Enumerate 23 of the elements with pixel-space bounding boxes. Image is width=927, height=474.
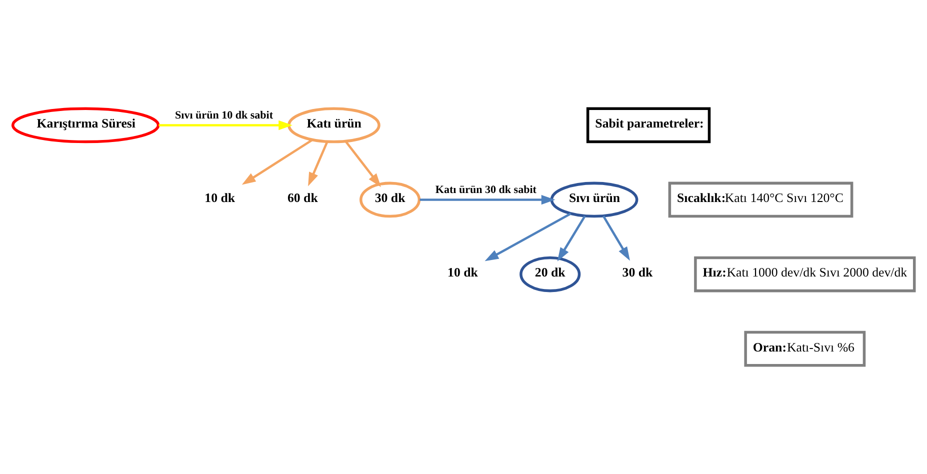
arrow — [308, 141, 328, 186]
node-ellipse: 20 dk — [520, 256, 581, 292]
node-ellipse: Karıştırma Süresi — [11, 107, 160, 144]
arrow — [242, 138, 314, 185]
arrow — [158, 120, 292, 130]
node-box: Sabit parametreler: — [586, 107, 711, 144]
node-text: 60 dk — [287, 191, 318, 206]
arrow — [484, 212, 572, 262]
node-ellipse: Katı ürün — [288, 107, 380, 144]
node-text: 30 dk — [622, 266, 653, 280]
node-ellipse: Sıvı ürün — [550, 182, 638, 218]
edge-label: Sıvı ürün 10 dk sabit — [175, 109, 274, 122]
arrow — [420, 194, 556, 205]
node-box: Sıcaklık:Katı 140°C Sıvı 120°C — [668, 182, 854, 218]
node-ellipse: 30 dk — [360, 182, 421, 218]
node-box: Oran:Katı-Sıvı %6 — [744, 330, 866, 367]
node-box: Hız:Katı 1000 dev/dk Sıvı 2000 dev/dk — [694, 256, 916, 292]
arrow — [344, 140, 382, 188]
node-text: 10 dk — [448, 266, 478, 280]
arrow — [602, 215, 630, 261]
edge-label: Katı ürün 30 dk sabit — [435, 184, 536, 196]
arrow — [557, 215, 586, 262]
node-text: 10 dk — [204, 191, 236, 206]
